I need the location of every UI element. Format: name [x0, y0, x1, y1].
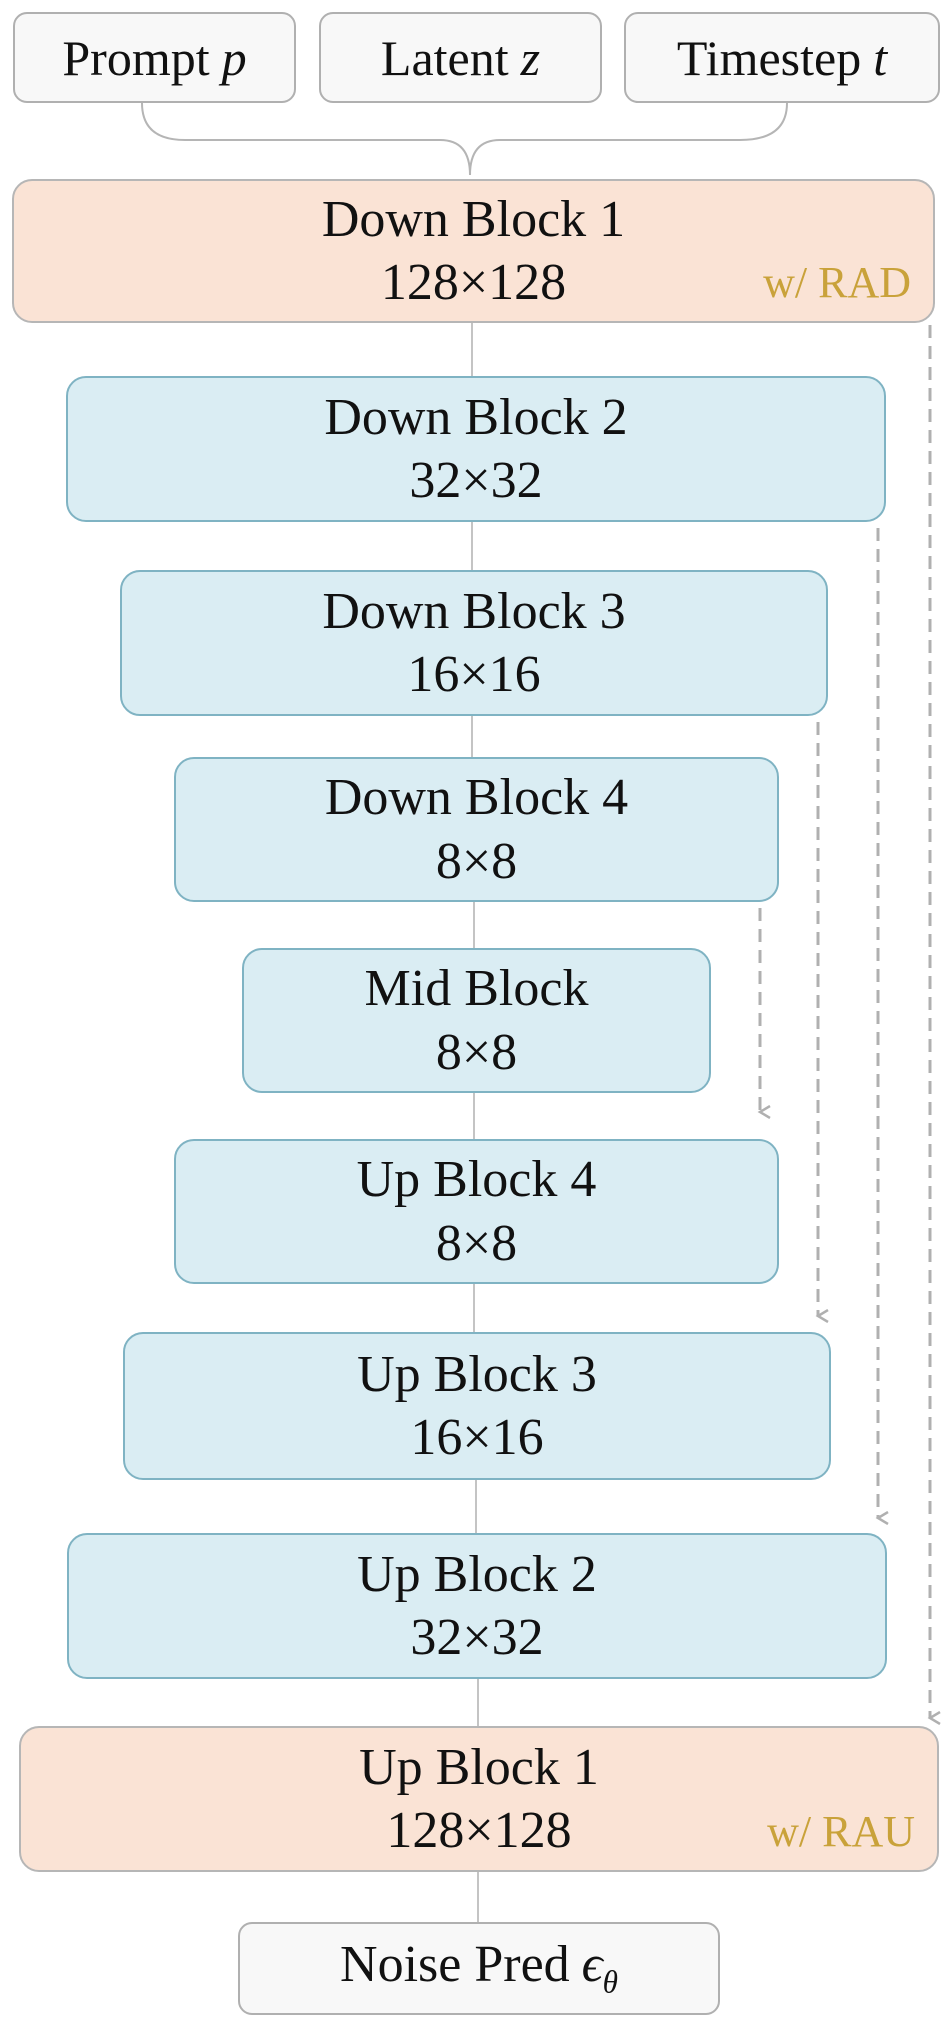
noise-pred-symbol: ϵ [581, 1936, 603, 1994]
latent-label: Latent [380, 29, 509, 86]
down-block-4-title: Down Block 4 [324, 769, 629, 827]
up-block-1-title: Up Block 1 [359, 1738, 599, 1796]
input-merge-brace [141, 102, 788, 176]
up-block-3: Up Block 3 16×16 [123, 1332, 831, 1480]
up-block-2: Up Block 2 32×32 [67, 1533, 887, 1679]
prompt-label: Prompt [62, 29, 210, 86]
down-block-4: Down Block 4 8×8 [174, 757, 779, 902]
rau-badge: w/ RAU [767, 1807, 915, 1856]
mid-block-title: Mid Block [364, 960, 589, 1018]
down-block-3-size: 16×16 [407, 646, 541, 703]
down-block-3: Down Block 3 16×16 [120, 570, 828, 716]
down-block-1-title: Down Block 1 [321, 190, 626, 248]
timestep-label: Timestep [676, 29, 862, 86]
down-block-3-title: Down Block 3 [322, 582, 626, 640]
timestep-symbol: t [873, 29, 888, 86]
down-block-2-title: Down Block 2 [324, 388, 628, 446]
rad-badge: w/ RAD [763, 258, 911, 307]
down-block-1-size: 128×128 [380, 254, 567, 311]
down-block-4-size: 8×8 [435, 832, 518, 890]
down-block-2: Down Block 2 32×32 [66, 376, 886, 522]
latent-symbol: z [520, 29, 541, 86]
up-block-4-size: 8×8 [435, 1214, 518, 1272]
up-block-2-title: Up Block 2 [357, 1545, 597, 1603]
up-block-1: Up Block 1 128×128 w/ RAU [19, 1726, 939, 1872]
noise-pred-label: Noise Pred [340, 1936, 570, 1994]
noise-pred-subscript: θ [602, 1964, 618, 2000]
up-block-4-title: Up Block 4 [356, 1151, 597, 1209]
trunk-lines [471, 323, 479, 1922]
up-block-3-size: 16×16 [410, 1409, 544, 1466]
up-block-1-size: 128×128 [386, 1802, 572, 1859]
up-block-2-size: 32×32 [410, 1609, 544, 1666]
up-block-3-title: Up Block 3 [357, 1345, 597, 1403]
prompt-symbol: p [221, 29, 247, 86]
mid-block: Mid Block 8×8 [242, 948, 711, 1093]
up-block-4: Up Block 4 8×8 [174, 1139, 779, 1284]
down-block-1: Down Block 1 128×128 w/ RAD [12, 179, 935, 323]
down-block-2-size: 32×32 [409, 452, 543, 509]
mid-block-size: 8×8 [435, 1023, 518, 1081]
skip-connections [760, 325, 930, 1718]
